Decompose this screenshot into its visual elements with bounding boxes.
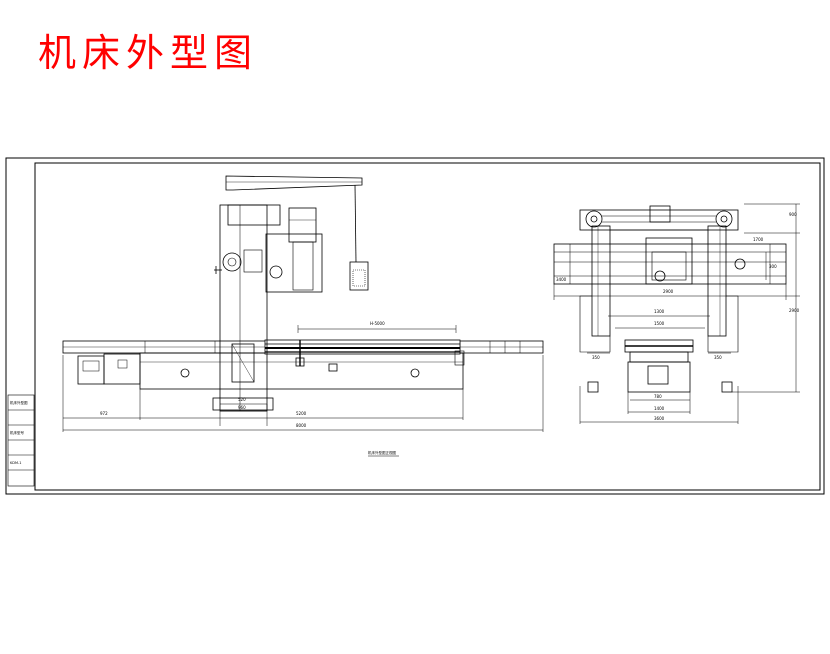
top-gearbox — [579, 209, 739, 231]
title-block: 机床外型图 机床型号 KDM-1 — [7, 394, 35, 487]
dim-inner-a: 1300 — [654, 309, 665, 314]
crossbeam — [553, 243, 787, 285]
dim-bed-b: 1400 — [654, 406, 665, 411]
drawing-title: 机床外型图 — [38, 31, 259, 75]
drive-motor — [77, 355, 105, 385]
title-block-row: 机床型号 — [10, 430, 24, 435]
gear-icon — [585, 210, 603, 228]
inner-frame — [34, 162, 821, 491]
dim-gap: 1700 — [753, 237, 764, 242]
dim-left-cap: 3400 — [556, 277, 567, 282]
bed-handwheel-icon — [180, 368, 190, 378]
title-block-row: KDM-1 — [10, 461, 22, 465]
title-block-row: 机床外型图 — [10, 400, 28, 405]
front-view-caption: 机床外型图正视图 — [368, 450, 396, 455]
dim-column-b: 960 — [238, 405, 246, 410]
dim-small-b: 350 — [714, 355, 722, 360]
side-spindle-head — [645, 237, 693, 285]
side-view: 900 1700 2900 300 2900 3400 1300 1500 35… — [553, 203, 800, 424]
column — [219, 204, 268, 412]
crane-arm — [225, 175, 363, 191]
spindle-motor — [288, 207, 317, 243]
dim-inner-b: 1500 — [654, 321, 665, 326]
spindle-head — [265, 233, 323, 293]
dim-right-height: 2900 — [789, 308, 800, 313]
dim-small-a: 350 — [592, 355, 600, 360]
dim-column-a: 520 — [238, 397, 246, 402]
front-view: H-5000 520 960 972 5200 8000 机床外型图正视图 — [62, 175, 544, 457]
outer-frame — [5, 157, 825, 495]
dim-head-width: 300 — [769, 264, 777, 269]
gear-icon — [715, 210, 733, 228]
dim-bed-a: 780 — [654, 394, 662, 399]
control-handwheel-icon — [222, 252, 242, 272]
dim-travel: H-5000 — [370, 321, 385, 326]
bed-handwheel-icon — [410, 368, 420, 378]
dim-base-left: 972 — [100, 411, 108, 416]
right-column — [707, 225, 727, 337]
dim-overall-length: 8000 — [296, 423, 307, 428]
dim-beam: 2900 — [663, 289, 674, 294]
dim-overall-width: 3600 — [654, 416, 665, 421]
dim-top-right: 900 — [789, 212, 797, 217]
left-column — [591, 225, 611, 337]
dim-bed-length: 5200 — [296, 411, 307, 416]
